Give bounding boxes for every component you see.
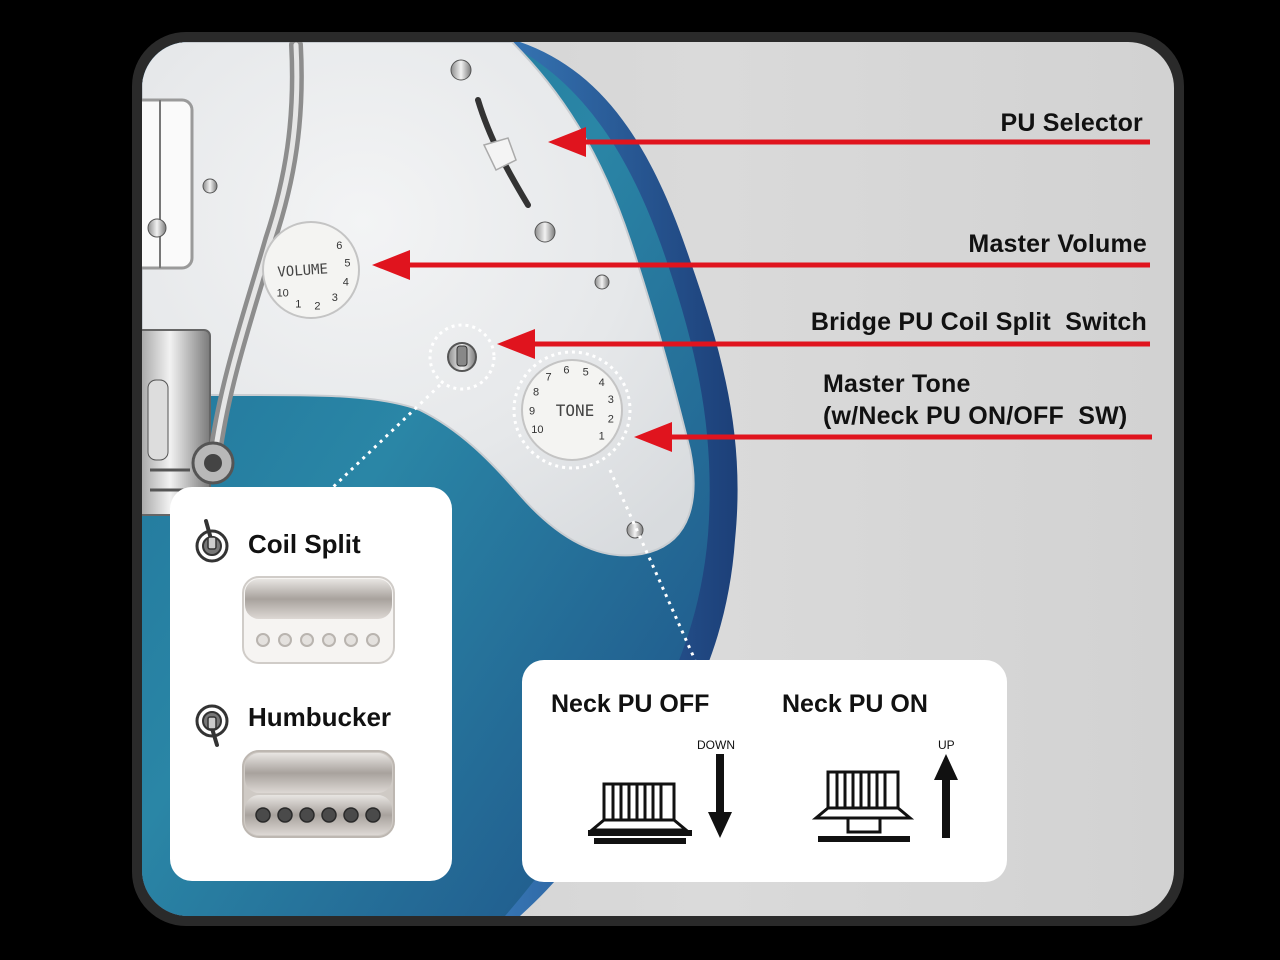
knob-number: 9 — [529, 405, 535, 417]
bridge-coil-split-label: Bridge PU Coil Split Switch — [810, 308, 1147, 336]
master-tone-label: Master Tone — [823, 370, 971, 398]
humbucker-pickup-icon — [242, 750, 395, 838]
screw-icon — [626, 521, 644, 539]
knob-up-icon — [811, 770, 915, 842]
knob-number: 6 — [336, 240, 342, 252]
neck-pu-panel: Neck PU OFF Neck PU ON DOWN UP — [522, 660, 1007, 882]
knob-number: 10 — [531, 424, 543, 436]
up-label: UP — [938, 738, 955, 752]
screw-icon — [594, 274, 610, 290]
screw-icon — [202, 178, 218, 194]
tone-knob[interactable]: TONE 10 9 876 543 21 — [512, 350, 632, 470]
single-coil-pickup-icon — [242, 576, 395, 664]
knob-number: 10 — [277, 288, 289, 300]
toggle-down-icon — [195, 519, 229, 563]
knob-number: 8 — [533, 386, 539, 398]
tone-knob-numbers: 10 9 876 543 21 — [529, 364, 614, 442]
tone-knob-label: TONE — [556, 401, 595, 420]
volume-knob-label: VOLUME — [277, 261, 329, 280]
neck-pu-off-title: Neck PU OFF — [551, 690, 710, 718]
down-arrow-icon — [708, 754, 732, 838]
knob-number: 2 — [314, 300, 320, 312]
knob-number: 5 — [583, 366, 589, 378]
knob-number: 1 — [599, 431, 605, 443]
screw-icon — [147, 218, 167, 238]
knob-number: 5 — [344, 258, 350, 270]
pu-selector-tip — [482, 137, 517, 172]
up-arrow-icon — [934, 754, 958, 838]
coil-split-leader — [328, 383, 442, 492]
down-label: DOWN — [697, 738, 735, 752]
coil-split-switch[interactable] — [428, 323, 496, 391]
knob-number: 3 — [332, 292, 338, 304]
humbucker-title: Humbucker — [248, 702, 392, 732]
screw-icon — [534, 221, 556, 243]
coil-split-title: Coil Split — [248, 529, 361, 559]
callout-arrow-master-volume — [372, 250, 1150, 280]
pu-selector-label: PU Selector — [1000, 109, 1143, 137]
callout-arrow-pu-selector — [548, 127, 1150, 157]
volume-knob[interactable]: VOLUME 10 1 234 56 — [262, 221, 360, 319]
callout-arrow-coil-split — [497, 329, 1150, 359]
knob-number: 3 — [608, 394, 614, 406]
toggle-up-icon — [195, 704, 229, 747]
neck-pickup-cover — [142, 98, 194, 270]
master-tone-sub-label: (w/Neck PU ON/OFF SW) — [823, 402, 1128, 430]
knob-number: 2 — [608, 414, 614, 426]
knob-down-icon — [587, 782, 692, 844]
knob-number: 1 — [295, 299, 301, 311]
tone-leader — [608, 469, 697, 661]
master-volume-label: Master Volume — [968, 230, 1147, 258]
coil-mode-panel: Coil Split Humbucker — [170, 487, 452, 881]
knob-number: 4 — [599, 377, 605, 389]
screw-icon — [450, 59, 472, 81]
knob-number: 4 — [343, 277, 349, 289]
neck-pu-on-title: Neck PU ON — [782, 690, 928, 718]
knob-number: 7 — [545, 372, 551, 384]
knob-number: 6 — [563, 364, 569, 376]
volume-knob-numbers: 10 1 234 56 — [277, 240, 351, 312]
callout-arrow-master-tone — [634, 422, 1152, 452]
